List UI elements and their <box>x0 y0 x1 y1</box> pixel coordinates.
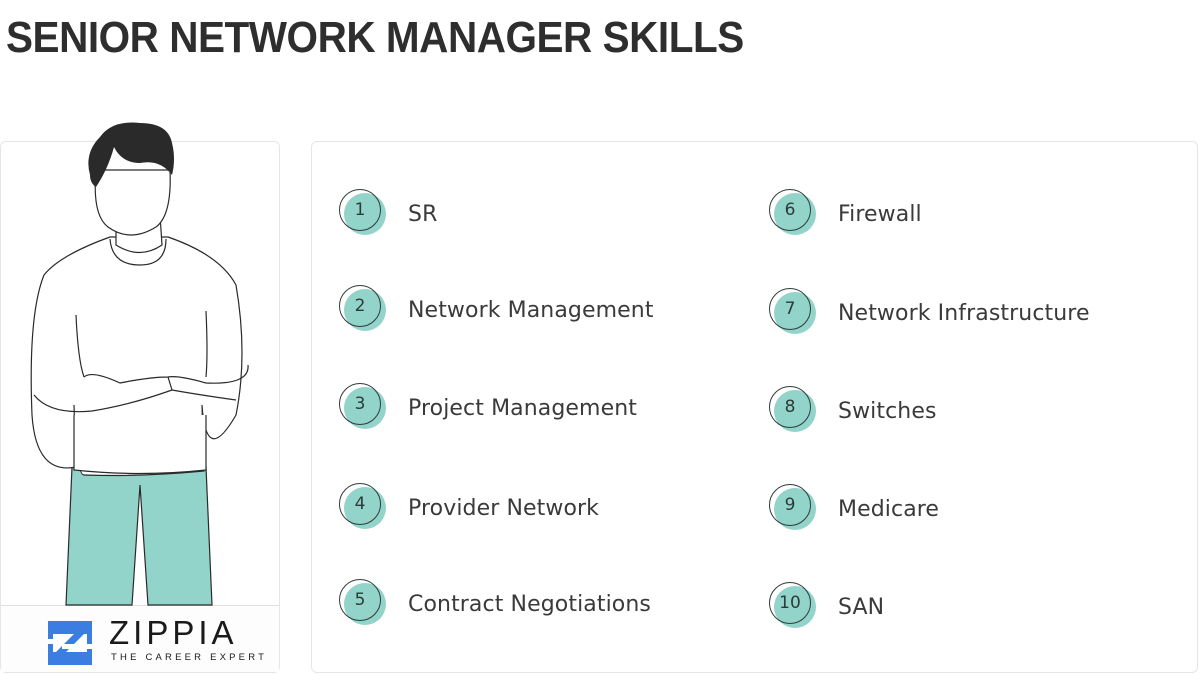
number-badge: 9 <box>769 484 821 534</box>
number-badge: 3 <box>339 383 391 433</box>
skill-label: Provider Network <box>408 495 600 521</box>
page-title: SENIOR NETWORK MANAGER SKILLS <box>6 13 744 62</box>
brand-strip: ZIPPIA THE CAREER EXPERT <box>1 605 279 672</box>
number-badge: 10 <box>769 582 821 632</box>
skill-item: 2 Network Management <box>339 285 654 335</box>
number-badge: 8 <box>769 386 821 436</box>
skill-item: 9 Medicare <box>769 484 939 534</box>
skill-label: Contract Negotiations <box>408 591 651 617</box>
skill-item: 10 SAN <box>769 582 884 632</box>
skill-item: 8 Switches <box>769 386 937 436</box>
brand-tagline: THE CAREER EXPERT <box>111 652 268 663</box>
skill-item: 5 Contract Negotiations <box>339 579 651 629</box>
skill-label: Firewall <box>838 201 922 227</box>
skill-label: Medicare <box>838 496 940 522</box>
skill-item: 7 Network Infrastructure <box>769 288 1090 338</box>
skill-label: Network Infrastructure <box>838 300 1090 326</box>
number-badge: 1 <box>339 189 391 239</box>
skill-label: Network Management <box>408 297 654 323</box>
skill-item: 3 Project Management <box>339 383 637 433</box>
brand-name: ZIPPIA <box>109 614 238 651</box>
number-badge: 4 <box>339 483 391 533</box>
skill-label: Switches <box>838 398 937 424</box>
skills-panel: 1 SR 2 Network Management 3 Project Mana… <box>311 141 1198 673</box>
skill-label: SR <box>408 201 438 227</box>
number-badge: 7 <box>769 288 821 338</box>
skill-label: SAN <box>838 594 885 620</box>
skill-item: 4 Provider Network <box>339 483 599 533</box>
number-badge: 2 <box>339 285 391 335</box>
zippia-logo-icon <box>48 621 92 665</box>
person-illustration <box>30 122 249 606</box>
number-badge: 6 <box>769 189 821 239</box>
number-badge: 5 <box>339 579 391 629</box>
skill-label: Project Management <box>408 395 637 421</box>
skill-item: 6 Firewall <box>769 189 922 239</box>
skill-item: 1 SR <box>339 189 437 239</box>
